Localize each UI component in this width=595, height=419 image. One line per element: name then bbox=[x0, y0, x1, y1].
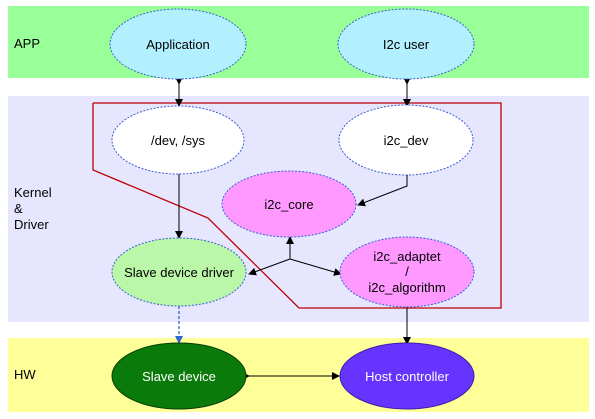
i2c-adapter-node-label-line2: / bbox=[405, 264, 409, 279]
i2c-adapter-node-label-line1: i2c_adaptet bbox=[373, 249, 441, 264]
app-layer-label: APP bbox=[14, 36, 40, 51]
connectors bbox=[175, 77, 411, 380]
kernel-layer-label-line1: Kernel bbox=[14, 185, 52, 200]
hw-layer-label: HW bbox=[14, 367, 36, 382]
host-controller-node bbox=[339, 342, 475, 410]
kernel-layer-label-line2: & bbox=[14, 201, 23, 216]
i2c-user-node-label: I2c user bbox=[383, 37, 430, 52]
i2c-adapter-node-label-line3: i2c_algorithm bbox=[368, 280, 445, 295]
slave-driver-node-label: Slave device driver bbox=[124, 265, 234, 280]
i2c-subsystem-boundary bbox=[92, 102, 502, 309]
dev-sys-node bbox=[111, 105, 245, 175]
hw-layer-band bbox=[8, 338, 589, 412]
application-node-label: Application bbox=[146, 37, 210, 52]
i2c-adapter-node bbox=[339, 236, 475, 308]
kernel-layer-label-line3: Driver bbox=[14, 217, 49, 232]
link-junction-adapter bbox=[289, 258, 342, 276]
app-layer-band bbox=[8, 6, 589, 78]
link-junction-slavedriver bbox=[248, 258, 291, 276]
slave-driver-node bbox=[111, 237, 247, 307]
host-controller-node-label: Host controller bbox=[365, 369, 449, 384]
slave-device-node-label: Slave device bbox=[142, 369, 216, 384]
i2c-dev-node bbox=[338, 104, 474, 176]
slave-device-node bbox=[111, 342, 247, 410]
i2c-core-node bbox=[221, 170, 357, 238]
arrow-i2cdev-i2ccore bbox=[357, 169, 411, 207]
application-node bbox=[109, 8, 247, 80]
dev-sys-node-label: /dev, /sys bbox=[151, 133, 205, 148]
i2c-core-node-label: i2c_core bbox=[264, 197, 313, 212]
i2c-dev-node-label: i2c_dev bbox=[384, 133, 429, 148]
i2c-user-node bbox=[337, 8, 475, 80]
